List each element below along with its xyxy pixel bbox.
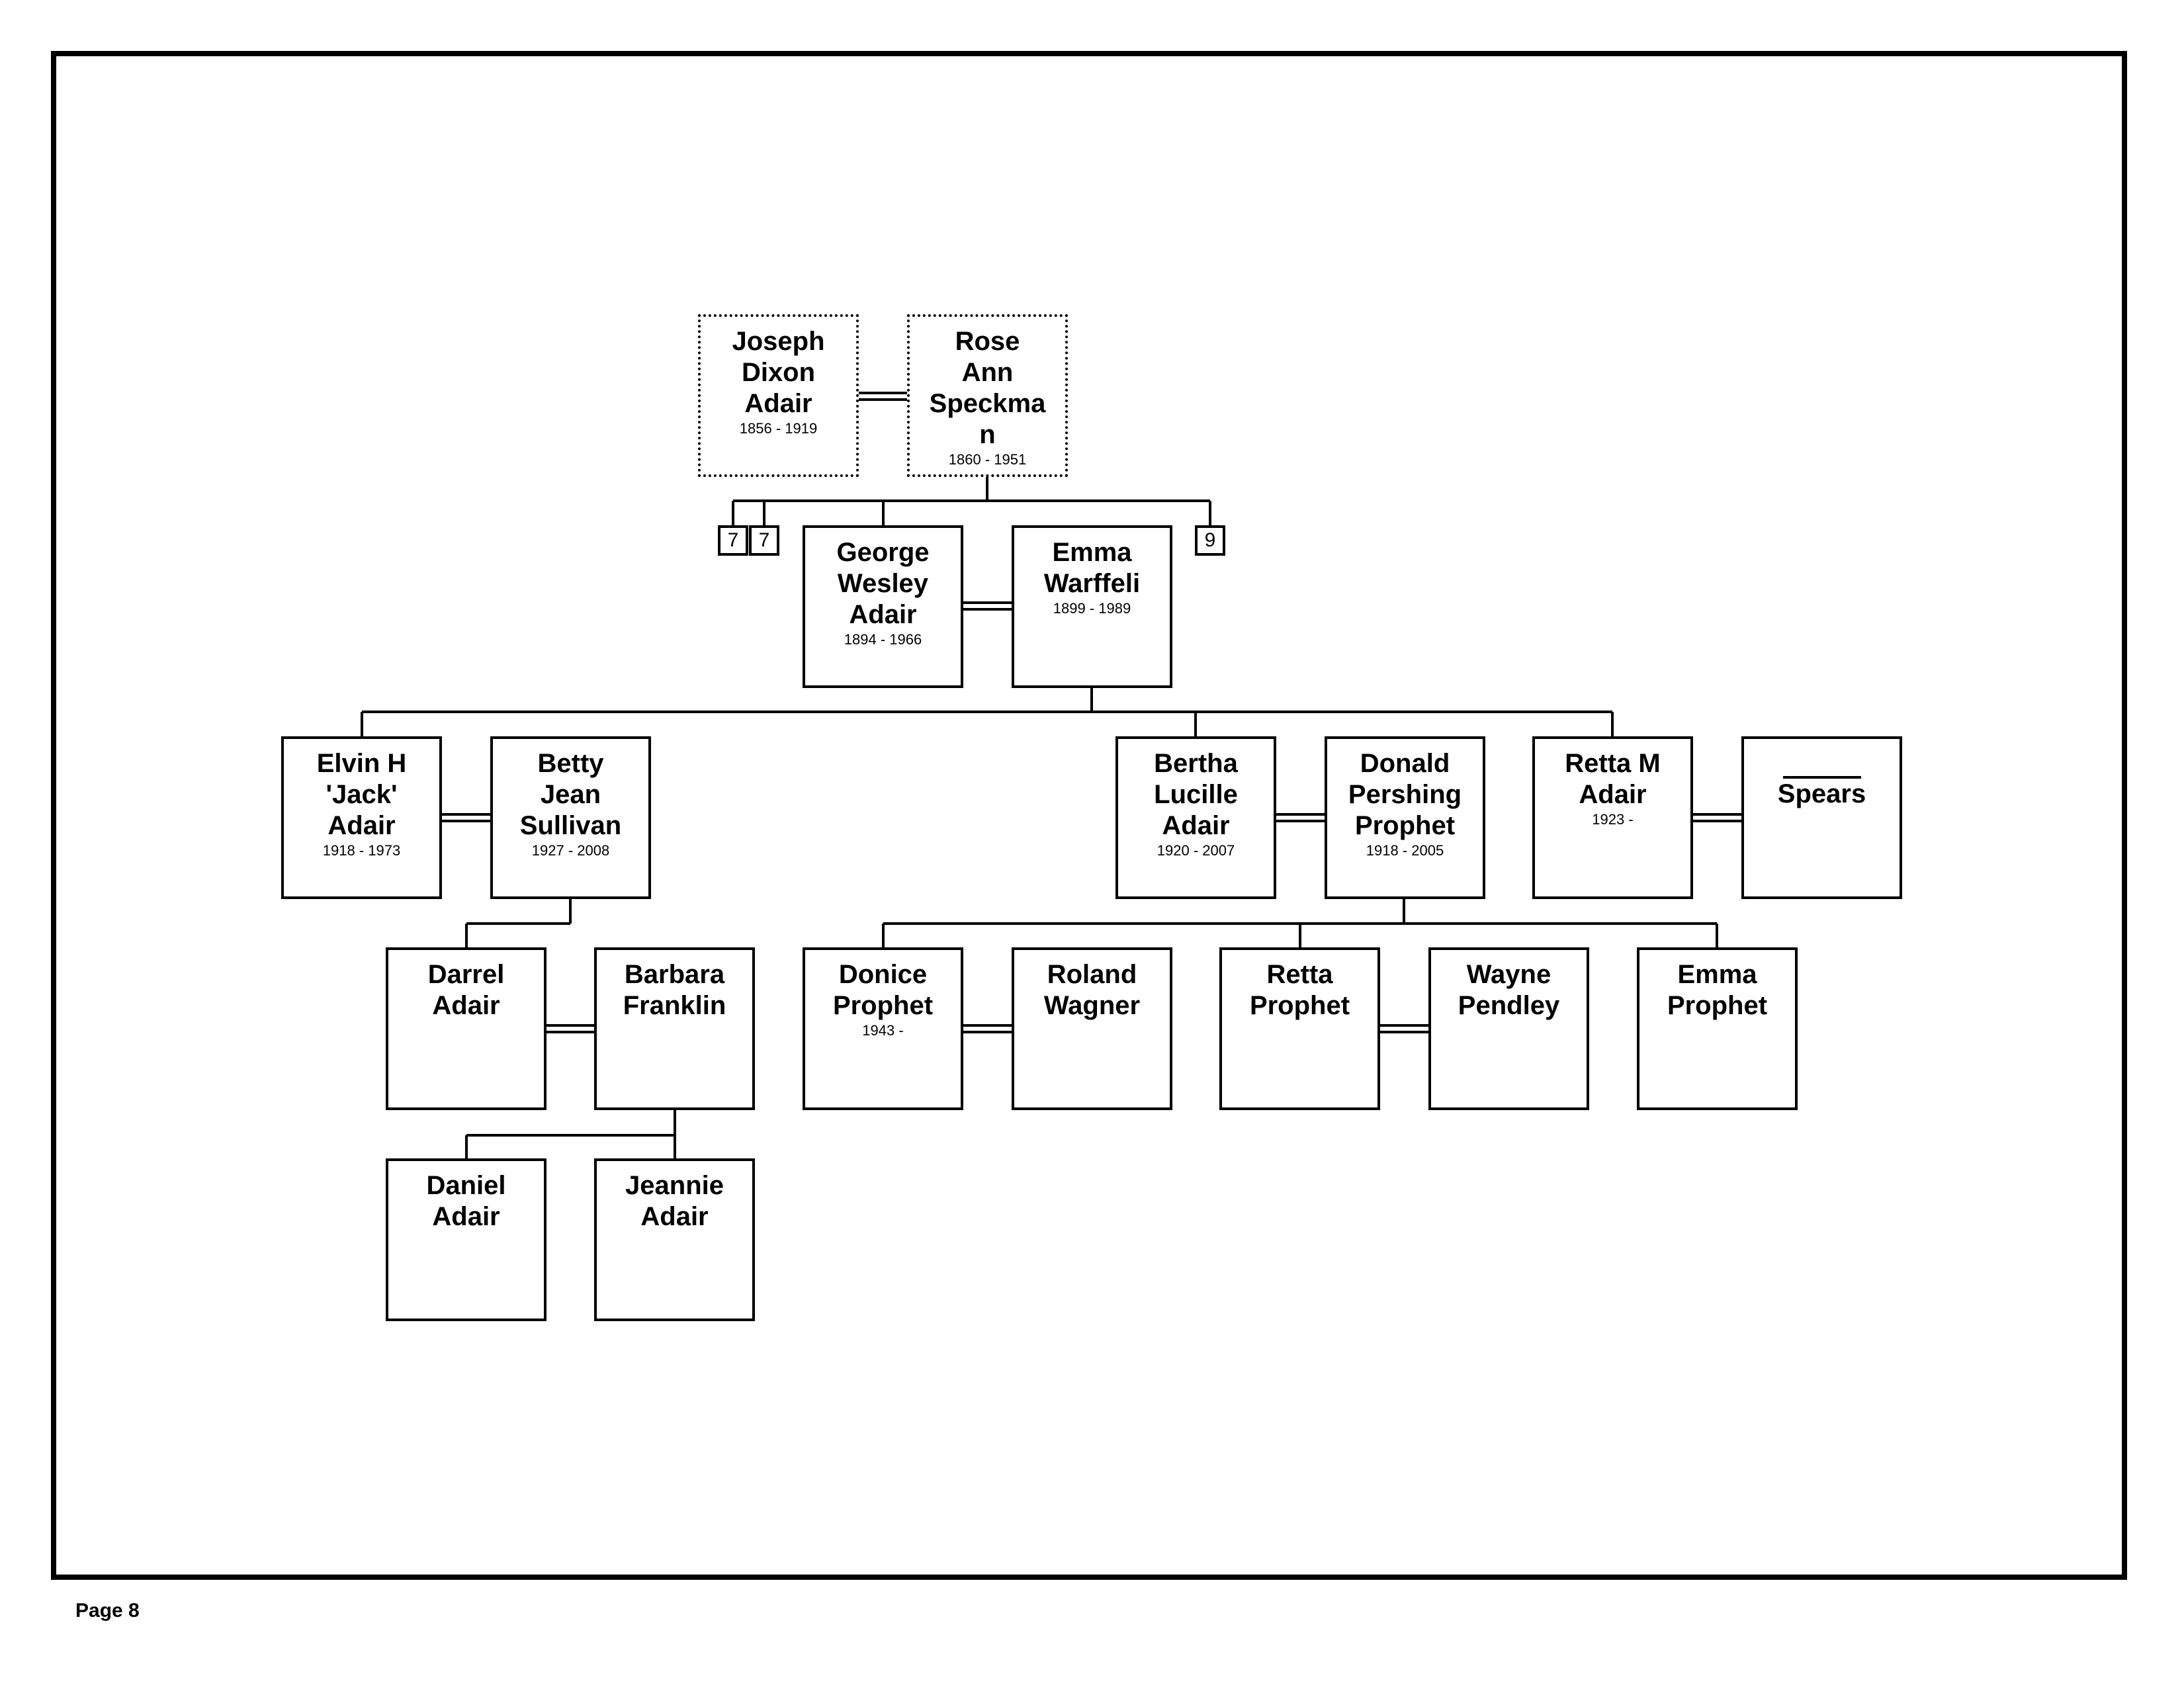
person-barbara-franklin[interactable]: Barbara Franklin	[594, 947, 755, 1110]
person-dates: 1927 - 2008	[531, 842, 610, 859]
person-name: Adair	[744, 389, 812, 418]
marriage-line-darrel-barbara	[546, 1024, 594, 1033]
person-dates: 1920 - 2007	[1157, 842, 1235, 859]
person-name: Barbara	[624, 960, 725, 989]
person-name: Wayne	[1466, 960, 1551, 989]
person-bertha-lucille-adair[interactable]: Bertha Lucille Adair 1920 - 2007	[1115, 736, 1276, 899]
person-betty-jean-sullivan[interactable]: Betty Jean Sullivan 1927 - 2008	[490, 736, 651, 899]
person-name: Darrel	[427, 960, 505, 989]
person-dates: 1943 -	[862, 1022, 904, 1039]
marriage-line-joseph-rose	[859, 392, 907, 401]
person-name: Bertha	[1154, 749, 1238, 778]
person-dates: 1918 - 2005	[1366, 842, 1444, 859]
person-emma-warffeli[interactable]: Emma Warffeli 1899 - 1989	[1012, 525, 1172, 688]
person-name: Retta M	[1565, 749, 1661, 778]
person-name: Adair	[1162, 811, 1230, 840]
person-emma-prophet[interactable]: Emma Prophet	[1637, 947, 1798, 1110]
person-name: Lucille	[1154, 780, 1238, 809]
person-name: Adair	[640, 1202, 709, 1231]
person-dates: 1899 - 1989	[1053, 600, 1131, 617]
person-name: Prophet	[1354, 811, 1456, 840]
person-dates: 1923 -	[1592, 811, 1634, 828]
marriage-line-bertha-donald	[1276, 813, 1325, 822]
person-dates: 1860 - 1951	[948, 451, 1027, 468]
person-joseph-dixon-adair[interactable]: Joseph Dixon Adair 1856 - 1919	[698, 314, 859, 477]
person-name: George	[836, 538, 930, 567]
person-name: Dixon	[741, 358, 816, 387]
person-name: Adair	[849, 600, 917, 629]
marriage-line-retta-wayne	[1380, 1024, 1428, 1033]
person-donald-pershing-prophet[interactable]: Donald Pershing Prophet 1918 - 2005	[1325, 736, 1485, 899]
person-name: Betty	[537, 749, 604, 778]
person-name: Spears	[1777, 779, 1866, 808]
person-elvin-jack-adair[interactable]: Elvin H 'Jack' Adair 1918 - 1973	[281, 736, 442, 899]
person-retta-prophet[interactable]: Retta Prophet	[1219, 947, 1380, 1110]
person-name: Adair	[432, 991, 500, 1020]
person-name: Ann	[961, 358, 1014, 387]
person-name: Elvin H	[316, 749, 407, 778]
person-dates: 1918 - 1973	[322, 842, 401, 859]
person-jeannie-adair[interactable]: Jeannie Adair	[594, 1158, 755, 1321]
page-border	[51, 51, 2127, 1580]
person-name: Donice	[838, 960, 928, 989]
person-name: Roland	[1047, 960, 1137, 989]
descent-connectors	[361, 477, 1718, 1160]
descent-line-gen1	[732, 477, 1211, 527]
person-name: Wagner	[1043, 991, 1141, 1020]
person-name: Prophet	[1249, 991, 1350, 1020]
person-name: n	[979, 420, 996, 449]
person-name: Wesley	[837, 569, 929, 598]
page-ref-marker[interactable]: 7	[718, 525, 748, 556]
person-name: Adair	[328, 811, 396, 840]
marriage-line-retta-spears	[1693, 813, 1741, 822]
descent-line-darrel-family	[465, 1110, 676, 1160]
person-name: Joseph	[732, 327, 825, 356]
marriage-connectors	[442, 392, 1741, 1033]
person-retta-m-adair[interactable]: Retta M Adair 1923 -	[1532, 736, 1693, 899]
person-name: Adair	[432, 1202, 500, 1231]
person-name: Donald	[1360, 749, 1450, 778]
person-roland-wagner[interactable]: Roland Wagner	[1012, 947, 1172, 1110]
page-ref-marker[interactable]: 9	[1195, 525, 1225, 556]
person-rose-ann-speckman[interactable]: Rose Ann Speckma n 1860 - 1951	[907, 314, 1068, 477]
person-name: Prophet	[832, 991, 934, 1020]
person-name: Pendley	[1458, 991, 1560, 1020]
person-name: Prophet	[1667, 991, 1768, 1020]
descent-line-elvin-family	[465, 899, 572, 949]
blank-name-line	[1782, 776, 1861, 779]
person-name: 'Jack'	[326, 780, 398, 809]
marriage-line-donice-roland	[963, 1024, 1012, 1033]
person-daniel-adair[interactable]: Daniel Adair	[386, 1158, 546, 1321]
person-darrel-adair[interactable]: Darrel Adair	[386, 947, 546, 1110]
person-name: Adair	[1579, 780, 1647, 809]
person-name: Pershing	[1348, 780, 1462, 809]
person-spears[interactable]: Spears	[1741, 736, 1902, 899]
page-number: Page 8	[75, 1600, 140, 1622]
marriage-line-elvin-betty	[442, 813, 490, 822]
person-name: Rose	[955, 327, 1020, 356]
person-name: Daniel	[426, 1171, 506, 1200]
person-dates: 1894 - 1966	[844, 631, 922, 648]
person-name: Retta	[1266, 960, 1333, 989]
page-ref-marker[interactable]: 7	[749, 525, 779, 556]
person-name: Jean	[540, 780, 601, 809]
descent-line-gen2	[361, 688, 1614, 738]
person-name: Speckma	[929, 389, 1046, 418]
person-name: Warffeli	[1043, 569, 1141, 598]
marriage-line-george-emma	[963, 601, 1012, 611]
person-wayne-pendley[interactable]: Wayne Pendley	[1428, 947, 1589, 1110]
person-name: Jeannie	[625, 1171, 724, 1200]
person-name: Emma	[1052, 538, 1132, 567]
person-dates: 1856 - 1919	[739, 420, 818, 437]
person-name: Franklin	[623, 991, 726, 1020]
person-name: Emma	[1677, 960, 1757, 989]
person-donice-prophet[interactable]: Donice Prophet 1943 -	[803, 947, 963, 1110]
person-name: Sullivan	[519, 811, 622, 840]
descent-line-prophet-family	[882, 899, 1718, 949]
person-george-wesley-adair[interactable]: George Wesley Adair 1894 - 1966	[803, 525, 963, 688]
